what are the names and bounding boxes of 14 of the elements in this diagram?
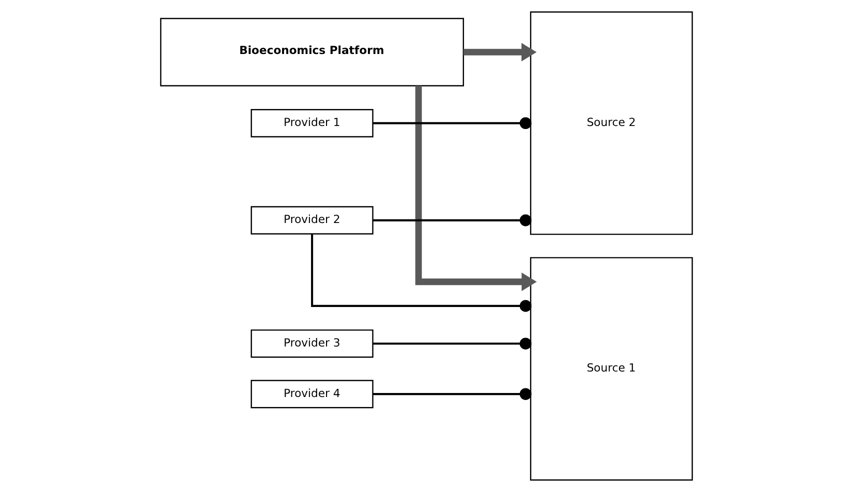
connector	[372, 388, 531, 400]
arrow	[463, 42, 536, 62]
connector	[372, 338, 531, 350]
connector	[372, 117, 531, 130]
connector	[372, 214, 531, 226]
node-box: Provider 4	[250, 380, 373, 408]
node-box: Bioeconomics Platform	[160, 18, 464, 86]
node-box: Provider 3	[250, 329, 373, 358]
node-box: Source 2	[530, 11, 692, 235]
node-box: Provider 1	[250, 109, 373, 138]
node-box: Source 1	[530, 257, 692, 481]
connector	[310, 234, 531, 312]
arrow	[414, 86, 536, 292]
node-box: Provider 2	[250, 206, 373, 234]
